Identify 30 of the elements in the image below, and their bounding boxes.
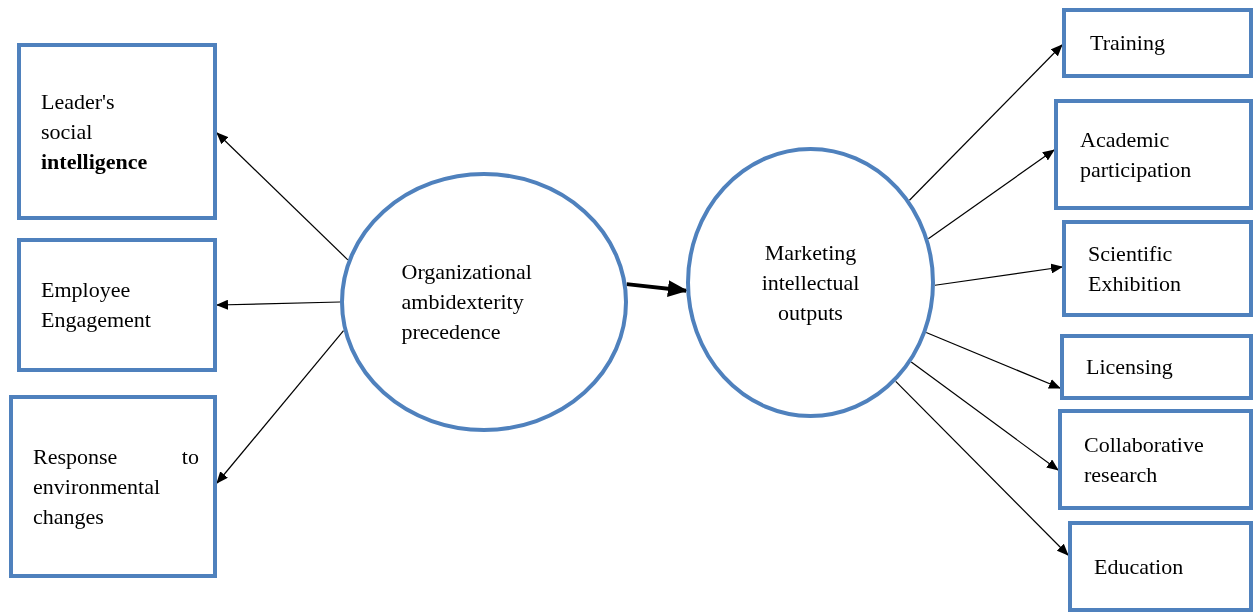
arrow [895,380,1069,556]
arrow [626,280,688,297]
concept-box [1062,8,1253,78]
arrow [908,44,1063,201]
concept-box [1062,220,1253,317]
arrow [925,331,1061,389]
arrow [216,330,345,484]
concept-box [1058,409,1253,510]
concept-box [9,395,217,578]
concept-box [1060,334,1253,400]
arrow [216,132,349,261]
node-label: Scientific Exhibition [1088,239,1182,298]
arrow [910,361,1059,471]
concept-box [1068,521,1253,612]
node-label: Education [1094,552,1185,581]
arrow [934,263,1063,286]
node-label: Collaborative research [1084,430,1205,489]
node-label: Licensing [1086,353,1174,381]
arrow [927,149,1055,240]
node-label: Leader's social intelligence [41,87,149,176]
concept-box [1054,99,1253,210]
node-label: Academic participation [1080,125,1193,184]
node-label: Marketing intellectual outputs [760,238,861,327]
node-label: Employee Engagement [41,276,152,334]
node-label: Organizational ambidexterity precedence [401,258,533,346]
node-label: Training [1090,29,1166,57]
concept-box [17,238,217,372]
concept-box [17,43,217,220]
arrow [216,299,341,310]
node-label: Response to environmental changes [33,442,199,531]
